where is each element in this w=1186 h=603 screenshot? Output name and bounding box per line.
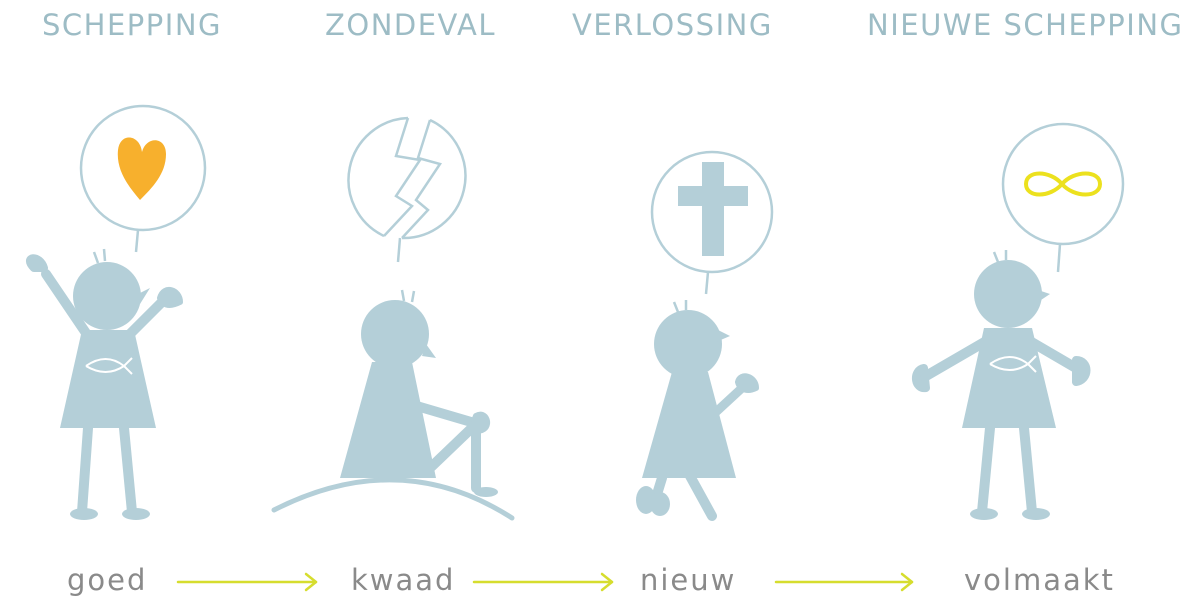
figure-verlossing bbox=[636, 150, 774, 521]
word-kwaad: kwaad bbox=[351, 563, 456, 597]
arrow-nieuw-volmaakt bbox=[774, 572, 914, 592]
fish-icon bbox=[85, 357, 133, 375]
figure-nieuwe-schepping bbox=[912, 122, 1125, 520]
cross-icon bbox=[678, 162, 748, 256]
word-goed: goed bbox=[67, 563, 148, 597]
word-nieuw: nieuw bbox=[640, 563, 737, 597]
figure-schepping bbox=[25, 104, 207, 520]
figure-zondeval bbox=[271, 116, 515, 521]
stage-title-verlossing: VERLOSSING bbox=[572, 8, 773, 42]
heart-icon bbox=[117, 137, 166, 200]
speech-bubble bbox=[650, 150, 774, 274]
word-volmaakt: volmaakt bbox=[964, 563, 1115, 597]
stage-title-schepping: SCHEPPING bbox=[42, 8, 222, 42]
infinity-icon bbox=[1023, 171, 1103, 197]
arrow-kwaad-nieuw bbox=[472, 572, 614, 592]
speech-bubble bbox=[79, 104, 207, 232]
fish-icon bbox=[989, 355, 1037, 373]
speech-bubble bbox=[1001, 122, 1125, 246]
stage-title-zondeval: ZONDEVAL bbox=[325, 8, 497, 42]
arrow-goed-kwaad bbox=[176, 572, 318, 592]
stage-title-nieuwe-schepping: NIEUWE SCHEPPING bbox=[867, 8, 1184, 42]
broken-circle-icon bbox=[347, 116, 467, 263]
